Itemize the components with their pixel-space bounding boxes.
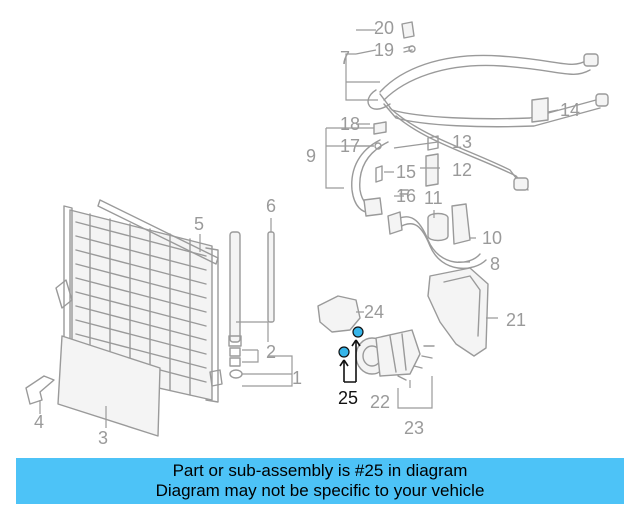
callout-2: 2 <box>266 342 276 362</box>
callout-25: 25 <box>338 388 358 408</box>
callout-12: 12 <box>452 160 472 180</box>
callout-labels: 1 2 3 4 5 6 7 8 9 10 11 12 13 14 15 16 1… <box>34 18 580 448</box>
info-banner: Part or sub-assembly is #25 in diagram D… <box>16 458 624 504</box>
callout-23: 23 <box>404 418 424 438</box>
callout-14: 14 <box>560 100 580 120</box>
callout-7: 7 <box>340 48 350 68</box>
heat-shield <box>427 267 489 357</box>
banner-line-1: Part or sub-assembly is #25 in diagram <box>172 461 468 480</box>
callout-11: 11 <box>424 188 443 208</box>
callout-22: 22 <box>370 392 390 412</box>
part-25-seals <box>338 326 364 358</box>
callout-16: 16 <box>396 186 416 206</box>
callout-15: 15 <box>396 162 416 182</box>
leader-lines <box>39 29 559 428</box>
refrigerant-lines <box>351 53 609 270</box>
callout-10: 10 <box>482 228 502 248</box>
callout-6: 6 <box>266 196 276 216</box>
heat-shield-edge <box>443 275 481 337</box>
callout-21: 21 <box>506 310 526 330</box>
callout-20: 20 <box>374 18 394 38</box>
small-fittings <box>373 21 549 245</box>
compressor-bracket <box>317 295 361 333</box>
callout-3: 3 <box>98 428 108 448</box>
bracket <box>25 375 55 405</box>
callout-19: 19 <box>374 40 394 60</box>
callout-17: 17 <box>340 136 360 156</box>
callout-24: 24 <box>364 302 384 322</box>
leader-25 <box>339 339 361 383</box>
banner-line-2: Diagram may not be specific to your vehi… <box>155 481 485 500</box>
callout-18: 18 <box>340 114 360 134</box>
seal-strip <box>57 335 161 437</box>
drier-rod <box>267 231 275 323</box>
receiver-drier <box>228 231 243 379</box>
callout-4: 4 <box>34 412 44 432</box>
callout-9: 9 <box>306 146 316 166</box>
top-strip <box>97 199 219 265</box>
callout-5: 5 <box>194 214 204 234</box>
callout-1: 1 <box>292 368 302 388</box>
callout-8: 8 <box>490 254 500 274</box>
ac-compressor <box>355 329 435 381</box>
callout-13: 13 <box>452 132 472 152</box>
